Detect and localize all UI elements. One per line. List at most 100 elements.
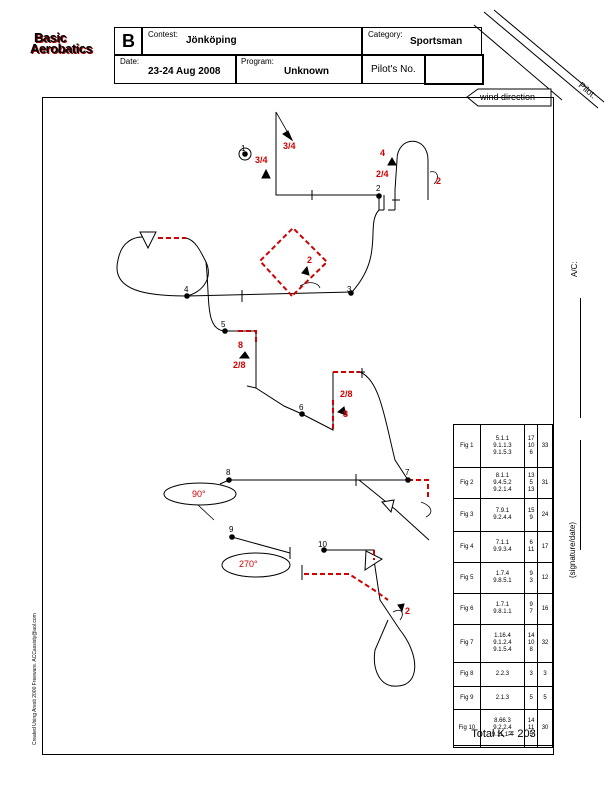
figure-8-dot	[226, 477, 232, 483]
catalog-number: 9.1.5.3	[493, 449, 512, 456]
k-value: 15	[527, 508, 535, 514]
figure-number-6: 6	[299, 403, 304, 412]
category-box: Category: Sportsman	[361, 27, 482, 56]
aresti-logo: Basic Aerobatics	[30, 30, 114, 56]
program-label: Program:	[241, 57, 274, 66]
k-value: 11	[528, 547, 535, 553]
catalog-number: 9.1.2.4	[493, 640, 512, 646]
catalog-number: 9.2.4.4	[493, 515, 512, 521]
figure-3-dot	[348, 290, 354, 296]
sequence-sheet	[42, 97, 554, 755]
k-value: 3	[529, 578, 533, 584]
k-table-figure-total: 33	[537, 424, 553, 468]
turn-label-f8: 90°	[192, 489, 206, 499]
figure-number-2: 2	[376, 184, 381, 193]
catalog-number: 9.1.5.4	[493, 647, 512, 653]
contest-value: Jönköping	[186, 35, 237, 46]
catalog-number: 1.7.4	[495, 571, 510, 577]
k-value: 5	[529, 479, 533, 486]
k-table-catalog: 2.1.3	[479, 686, 526, 710]
footer-credit: Created Using Aresti 2000 Freeware. ACCa…	[32, 613, 38, 745]
figure-number-5: 5	[221, 320, 226, 329]
catalog-number: 9.8.5.1	[493, 578, 512, 584]
k-table-catalog: 2.2.3	[479, 662, 526, 687]
logo-line-1: Basic	[34, 30, 67, 45]
roll-label-f5-a: 8	[238, 340, 244, 350]
k-table-k-values: 5	[524, 686, 539, 710]
catalog-number: 5.1.1	[495, 435, 510, 442]
aircraft-line	[580, 298, 581, 418]
k-value: 9	[529, 571, 533, 577]
k-table-figure: Fig 7	[453, 624, 481, 663]
aircraft-label: A/C:	[570, 261, 579, 277]
k-value: 17	[527, 435, 535, 442]
k-table-figure-total: 3	[537, 662, 553, 687]
catalog-number: 9.11.1.4	[491, 732, 514, 738]
catalog-number: 8.66.3	[494, 718, 511, 724]
pilot-number-label: Pilot's No.	[371, 64, 416, 75]
sequence-letter: B	[122, 31, 135, 51]
roll-label-f10: 2	[405, 606, 411, 616]
roll-label-f2-a: 4	[380, 148, 386, 158]
k-value: 8	[529, 647, 533, 653]
category-label: Category:	[368, 30, 403, 39]
figure-1-dot	[242, 151, 248, 157]
k-value: 9	[529, 515, 533, 521]
k-value: 14	[527, 633, 535, 639]
catalog-number: 1.16.4	[494, 633, 511, 639]
k-value: 6	[529, 449, 533, 456]
roll-label-f1-top: 3/4	[283, 141, 296, 151]
figure-10-dot	[321, 547, 327, 553]
figure-5-dot	[222, 328, 228, 334]
k-value: 13	[527, 472, 535, 479]
roll-label-f6-a: 2/8	[340, 389, 353, 399]
catalog-number: 7.9.1	[495, 508, 510, 514]
logo-line-2: Aerobatics	[30, 41, 93, 56]
catalog-number: 2.2.3	[495, 671, 510, 677]
pilot-number-entry[interactable]	[424, 54, 484, 85]
k-table-figure: Fig 6	[453, 593, 481, 625]
pilot-band	[473, 9, 605, 109]
figure-number-3: 3	[347, 285, 352, 294]
catalog-number: 8.1.1	[495, 472, 510, 479]
figure-number-1: 1	[241, 144, 246, 153]
k-table-figure-total: 32	[537, 624, 553, 663]
figure-7-dot	[405, 477, 411, 483]
catalog-number: 9.8.1.1	[493, 609, 512, 615]
figure-number-10: 10	[318, 540, 327, 549]
roll-label-f2-c: 2	[436, 176, 442, 186]
k-table-figure: Fig 9	[453, 686, 481, 710]
date-box: Date: 23-24 Aug 2008	[114, 54, 237, 84]
figure-number-9: 9	[229, 525, 234, 534]
k-value: 5	[529, 732, 533, 738]
k-table-figure: Fig 3	[453, 498, 481, 532]
contest-box: Contest: Jönköping	[141, 27, 363, 56]
k-value: 6	[529, 540, 533, 546]
k-table-figure-total: 30	[537, 709, 553, 748]
sequence-letter-box: B	[114, 27, 143, 56]
figure-9-dot	[229, 534, 235, 540]
k-table-figure-total: 5	[537, 686, 553, 710]
figure-2-dot	[376, 193, 382, 199]
category-value: Sportsman	[410, 36, 463, 47]
figure-1-path	[275, 112, 379, 196]
